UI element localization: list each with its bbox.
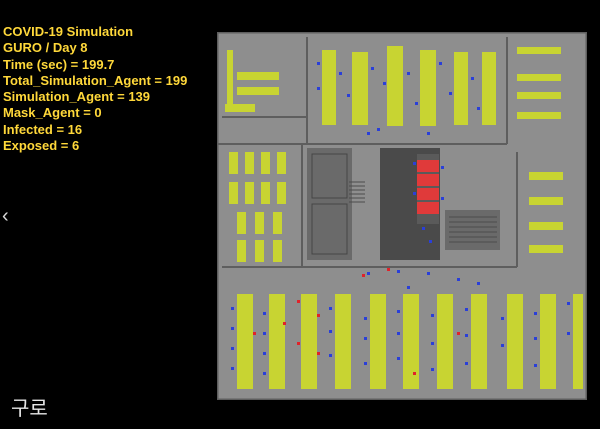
simulation-info-panel: COVID-19 Simulation GURO / Day 8 Time (s… xyxy=(3,24,187,154)
location-label: 구로 xyxy=(11,396,48,420)
desks-top-left xyxy=(225,50,279,112)
agents-seated xyxy=(231,62,570,375)
total-agents-readout: Total_Simulation_Agent = 199 xyxy=(3,72,188,88)
restroom xyxy=(311,153,348,199)
desks-top-right xyxy=(517,47,561,119)
stairwell-right xyxy=(445,210,500,250)
interior-walls xyxy=(217,37,518,268)
office-floor-map xyxy=(217,32,587,400)
location-day: GURO / Day 8 xyxy=(3,40,88,56)
simulation-agents-readout: Simulation_Agent = 139 xyxy=(3,89,151,105)
desks-top-rows xyxy=(322,46,496,126)
agents-infected xyxy=(253,268,460,375)
chevron-left-icon[interactable]: ‹ xyxy=(2,205,9,227)
mask-agents-readout: Mask_Agent = 0 xyxy=(3,105,102,121)
stairwell-left xyxy=(311,203,348,255)
desks-right-middle xyxy=(529,172,563,253)
stairs-right xyxy=(449,216,497,243)
desks-bottom-rows xyxy=(237,294,583,389)
simulation-title: COVID-19 Simulation xyxy=(3,24,134,39)
time-readout: Time (sec) = 199.7 xyxy=(3,56,115,72)
infected-meeting-zone xyxy=(417,160,439,214)
stairs-left xyxy=(349,181,365,203)
exposed-readout: Exposed = 6 xyxy=(3,138,80,154)
infected-readout: Infected = 16 xyxy=(3,121,83,137)
desks-left-middle xyxy=(229,152,286,262)
